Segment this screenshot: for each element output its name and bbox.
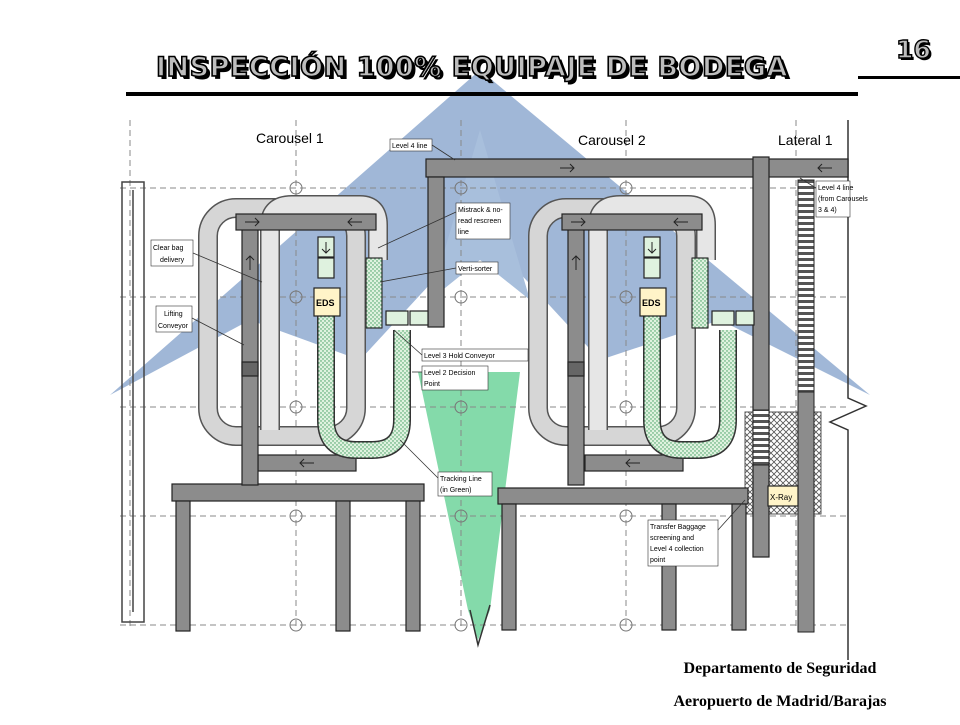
- lateral-stack: [752, 179, 815, 633]
- left-wall: [121, 181, 145, 623]
- svg-text:Clear bag: Clear bag: [153, 245, 183, 252]
- svg-text:Point: Point: [424, 381, 440, 388]
- hold-conveyor-loops: [317, 257, 737, 459]
- label-lateral1: Lateral 1: [778, 132, 833, 148]
- bottom-break: [469, 604, 491, 648]
- lifting-conveyors: [235, 213, 703, 486]
- page-number: 16: [895, 34, 931, 64]
- svg-text:(in Green): (in Green): [440, 487, 472, 494]
- svg-text:X-Ray: X-Ray: [770, 493, 792, 502]
- svg-text:Verti-sorter: Verti-sorter: [458, 266, 493, 273]
- xray-machine: X-Ray: [767, 485, 799, 507]
- eds-machine-1: EDS: [313, 287, 341, 317]
- footer-department: Departamento de Seguridad: [683, 660, 877, 677]
- svg-text:Conveyor: Conveyor: [158, 323, 189, 330]
- svg-text:Mistrack & no-: Mistrack & no-: [458, 207, 503, 214]
- svg-text:3 & 4): 3 & 4): [818, 207, 837, 214]
- svg-text:EDS: EDS: [642, 298, 661, 308]
- direction-arrows: [245, 163, 832, 468]
- svg-text:(from Carousels: (from Carousels: [818, 196, 868, 203]
- callouts: Level 4 line Level 4 line (from Carousel…: [150, 138, 868, 567]
- svg-text:delivery: delivery: [160, 257, 185, 264]
- right-boundary: [828, 120, 868, 660]
- bottom-structures: [171, 454, 749, 632]
- svg-text:read rescreen: read rescreen: [458, 218, 501, 225]
- label-carousel1: Carousel 1: [256, 130, 324, 146]
- svg-text:screening and: screening and: [650, 535, 694, 542]
- svg-text:Lifting: Lifting: [164, 311, 183, 318]
- svg-text:Level 4 line: Level 4 line: [818, 185, 854, 192]
- title-underline-right: [858, 76, 960, 79]
- footer-airport: Aeropuerto de Madrid/Barajas: [673, 693, 887, 710]
- grid-markers: [289, 181, 633, 632]
- svg-text:Transfer Baggage: Transfer Baggage: [650, 524, 706, 531]
- svg-text:Level 3 Hold Conveyor: Level 3 Hold Conveyor: [424, 353, 495, 360]
- eds-machine-2: EDS: [639, 287, 667, 317]
- svg-text:Level 4 line: Level 4 line: [392, 143, 428, 150]
- svg-text:Tracking Line: Tracking Line: [440, 476, 482, 483]
- label-carousel2: Carousel 2: [578, 132, 646, 148]
- slide-title: INSPECCIÓN 100% EQUIPAJE DE BODEGA: [155, 51, 788, 84]
- conveyor-cells: [317, 236, 755, 326]
- svg-text:EDS: EDS: [316, 298, 335, 308]
- tracking-line-area: [418, 372, 520, 640]
- svg-text:point: point: [650, 557, 665, 564]
- svg-text:Level 4 collection: Level 4 collection: [650, 546, 704, 553]
- title-underline: [126, 92, 858, 96]
- svg-text:Level 2 Decision: Level 2 Decision: [424, 370, 475, 377]
- svg-text:line: line: [458, 229, 469, 236]
